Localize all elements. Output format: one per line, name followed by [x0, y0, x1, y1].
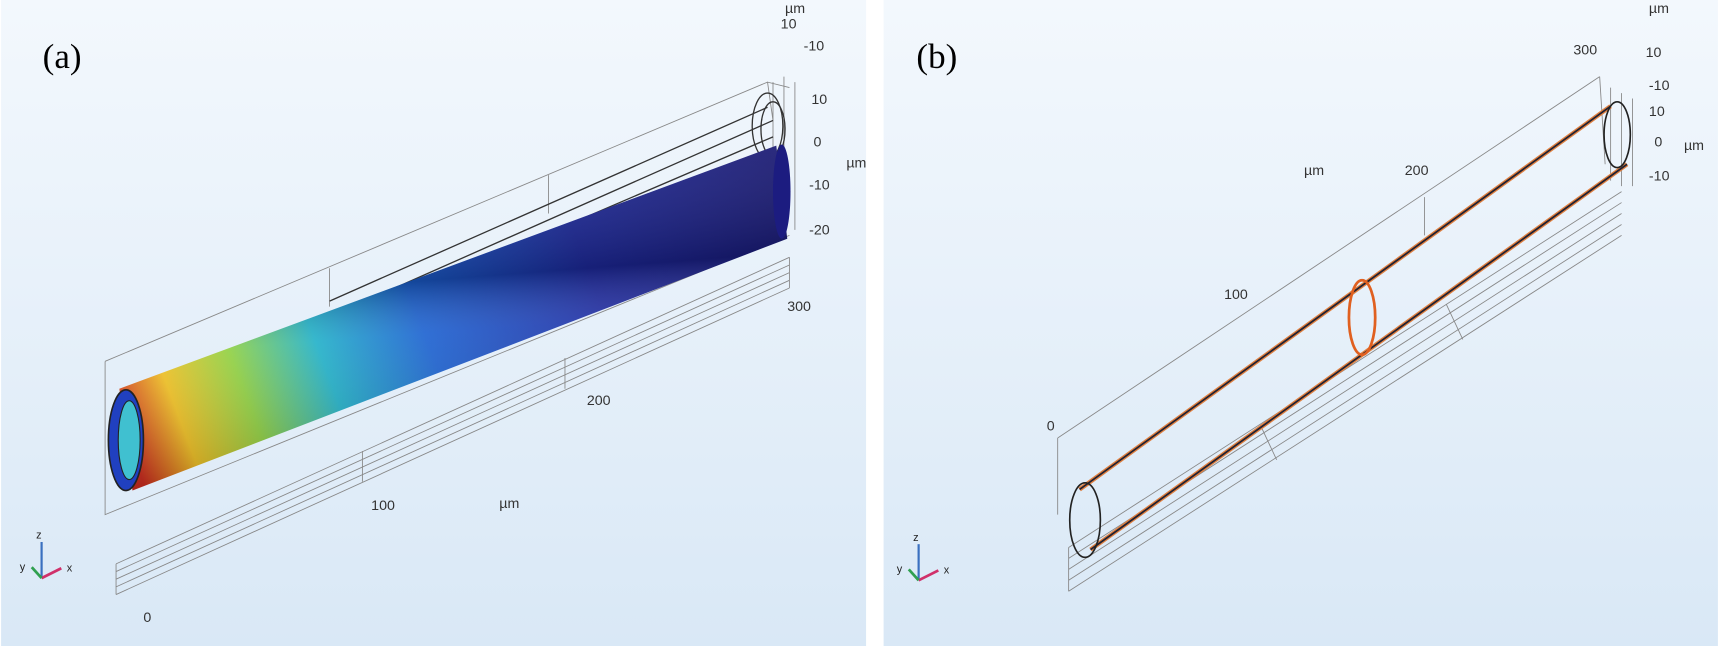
tube-lines [1068, 101, 1632, 559]
triad-z: z [913, 532, 918, 544]
tick-length: 200 [1405, 163, 1429, 179]
tick-top: -10 [804, 38, 825, 54]
tick-side: 0 [1654, 135, 1662, 151]
tube-shading [119, 145, 788, 491]
panel-a: (a) µm 10 -10 10 0 µm -10 -20 300 [1, 0, 866, 646]
tick-top: 300 [1573, 43, 1597, 59]
triad-y: y [897, 564, 903, 576]
tick-length: 0 [143, 610, 151, 626]
tick-top: 10 [1646, 45, 1662, 61]
floor-grid [1068, 191, 1622, 592]
axis-triad: z y x [20, 530, 73, 580]
axis-unit-top: µm [785, 1, 805, 17]
triad-z: z [36, 530, 41, 542]
triad-x: x [67, 563, 73, 575]
triad-y: y [20, 561, 26, 573]
panel-b: (b) 300 µm 10 -10 10 0 µm -10 µm 200 100… [883, 0, 1718, 646]
tick-side: -20 [809, 222, 830, 238]
tick-length: 100 [1224, 287, 1248, 303]
axis-unit-bottom: µm [499, 496, 519, 512]
axis-unit-side: µm [846, 156, 866, 172]
axis-unit-top: µm [1649, 1, 1669, 17]
bounding-box-wireframe [1057, 76, 1633, 515]
tick-side: -10 [809, 177, 830, 193]
tick-length: 300 [787, 299, 811, 315]
bounding-box-wireframe [104, 76, 796, 516]
panel-b-label: (b) [916, 37, 957, 76]
tick-top: -10 [1649, 78, 1670, 94]
triad-x: x [944, 565, 950, 577]
tick-length: 100 [371, 498, 395, 514]
tick-side: 10 [811, 92, 827, 108]
panel-b-background [883, 0, 1718, 646]
floor-grid [115, 256, 790, 595]
tick-top: 10 [781, 16, 797, 32]
axis-unit-side: µm [1684, 138, 1704, 154]
tick-side: -10 [1649, 169, 1670, 185]
panel-a-label: (a) [43, 37, 82, 76]
axis-unit-length: µm [1304, 163, 1324, 179]
tick-side: 10 [1649, 104, 1665, 120]
tube-inlet-bore [117, 400, 141, 481]
tick-length: 200 [587, 393, 611, 409]
tube-end-cap [773, 144, 791, 239]
tick-side: 0 [814, 135, 822, 151]
tick-length: 0 [1047, 418, 1055, 434]
axis-triad: z y x [897, 532, 950, 582]
